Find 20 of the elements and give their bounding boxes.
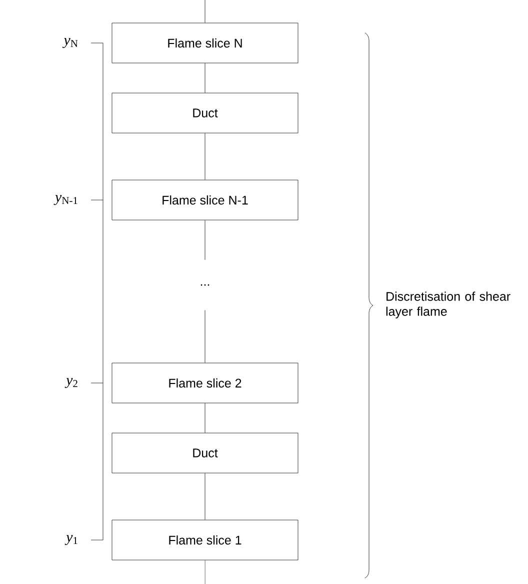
- brace-label: Discretisation of shear layer flame: [386, 292, 510, 318]
- position-label: y$_{1}$: [64, 534, 78, 546]
- connector-line: [204, 403, 206, 433]
- process-box: Flame slice N-1: [112, 180, 298, 220]
- connector-line: [204, 220, 206, 260]
- position-label: y$_{N}$: [62, 38, 78, 48]
- connector-line: [204, 63, 206, 93]
- process-box: Duct: [112, 92, 298, 134]
- position-label: y$_{N-1}$: [54, 194, 78, 206]
- connector-line: [204, 560, 206, 584]
- process-box: Duct: [112, 432, 298, 474]
- process-box: Flame slice 2: [112, 362, 298, 404]
- connector-line: [204, 310, 206, 363]
- position-label: y$_{2}$: [64, 378, 78, 388]
- connector-line: [204, 473, 206, 520]
- connector-line: [204, 133, 206, 180]
- connector-line: [204, 0, 206, 23]
- ellipsis: ...: [200, 284, 210, 286]
- process-box: Flame slice 1: [112, 520, 298, 560]
- process-box: Flame slice N: [112, 22, 298, 64]
